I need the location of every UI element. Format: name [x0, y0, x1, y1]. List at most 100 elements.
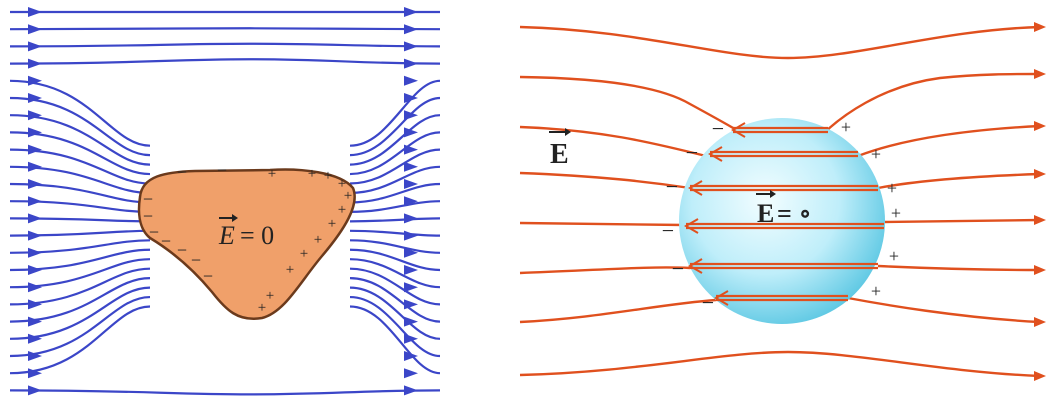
left-entry-arrowhead — [28, 93, 42, 103]
right-exit-arrowhead — [1034, 69, 1046, 79]
left-entry-arrowhead — [28, 179, 42, 189]
left-field-lines — [9, 10, 441, 396]
left-exit-arrowhead — [404, 24, 418, 35]
left-exit-arrowhead — [404, 75, 418, 86]
left-entry-arrowhead — [28, 75, 42, 86]
left-exit-arrowhead — [404, 93, 418, 103]
right-external-label: E — [549, 128, 571, 170]
negative-charge: − — [177, 240, 187, 260]
left-entry-arrowhead — [28, 385, 42, 396]
left-exit-arrowhead — [404, 7, 418, 17]
right-field-line — [519, 171, 1041, 190]
left-exit-arrowhead — [404, 127, 418, 138]
negative-charge: − — [666, 174, 678, 199]
left-entry-arrowhead — [28, 110, 42, 121]
negative-charge: − — [143, 189, 153, 209]
positive-charge: + — [268, 166, 276, 182]
right-exit-arrowhead — [1034, 265, 1046, 275]
right-external-e-vector-arrowhead — [565, 128, 571, 136]
left-entry-arrowhead — [28, 368, 42, 379]
left-field-line — [9, 27, 441, 31]
internal-field-arrowhead — [731, 122, 746, 138]
left-entry-arrowhead — [28, 7, 42, 17]
right-exit-arrowhead — [1034, 317, 1046, 327]
left-entry-arrowhead — [28, 351, 42, 361]
right-exit-arrowhead — [1034, 371, 1046, 381]
negative-charge: − — [161, 231, 171, 251]
left-field-line — [9, 389, 441, 396]
positive-charge: + — [891, 203, 901, 223]
positive-charge: + — [266, 288, 274, 304]
left-exit-arrowhead — [404, 351, 418, 361]
left-field-line — [9, 58, 441, 65]
positive-charge: + — [258, 300, 266, 316]
left-entry-arrowhead — [28, 24, 42, 35]
left-entry-arrowhead — [28, 299, 42, 310]
positive-charge: + — [324, 168, 332, 184]
negative-charge: − — [149, 222, 159, 242]
left-entry-arrowhead — [28, 161, 42, 172]
left-exit-arrowhead — [404, 179, 418, 189]
conducting-sphere — [679, 118, 885, 324]
right-field-lines — [519, 22, 1046, 381]
left-entry-arrowhead — [28, 127, 42, 138]
right-surface-charges: −−−−−−++++++ — [662, 116, 901, 315]
positive-charge: + — [308, 166, 316, 182]
left-entry-arrowhead — [28, 144, 42, 155]
negative-charge: − — [672, 256, 684, 281]
left-exit-arrowhead — [404, 265, 418, 275]
left-entry-arrowhead — [28, 316, 42, 327]
positive-charge: + — [286, 262, 294, 278]
positive-charge: + — [871, 281, 881, 301]
left-e-symbol: E — [218, 221, 235, 250]
left-e-equals-zero: = 0 — [240, 221, 274, 250]
left-entry-arrowhead — [28, 58, 42, 69]
right-field-line — [519, 72, 1041, 134]
negative-charge: − — [662, 218, 674, 243]
right-exit-arrowhead — [1034, 121, 1046, 131]
left-field-arrows — [28, 7, 418, 396]
left-exit-arrowhead — [404, 213, 418, 224]
right-field-line — [519, 264, 1041, 275]
positive-charge: + — [328, 216, 336, 232]
right-field-line — [519, 296, 1041, 324]
right-field-line — [519, 124, 1041, 158]
right-exit-arrowhead — [1034, 215, 1046, 225]
negative-charge: − — [686, 140, 698, 165]
positive-charge: + — [338, 202, 346, 218]
left-field-line — [9, 305, 441, 375]
right-internal-equals-zero: = ∘ — [777, 199, 812, 228]
right-field-line — [519, 25, 1041, 60]
left-entry-arrowhead — [28, 333, 42, 344]
right-internal-label: E = ∘ — [756, 190, 812, 228]
left-exit-arrowhead — [404, 196, 418, 207]
internal-field-arrowhead — [688, 180, 703, 196]
negative-charge: − — [177, 162, 187, 182]
left-exit-arrowhead — [404, 230, 418, 241]
positive-charge: + — [871, 144, 881, 164]
negative-charge: − — [203, 266, 213, 286]
right-internal-e-symbol: E — [757, 199, 774, 228]
internal-field-arrowhead — [684, 218, 699, 234]
left-panel: −−−−−−−−−++++++++++++ E = 0 — [9, 7, 441, 396]
negative-charge: − — [217, 160, 227, 180]
right-exit-arrowhead — [1034, 169, 1046, 179]
right-internal-field-lines — [684, 122, 884, 306]
left-entry-arrowhead — [28, 213, 42, 224]
left-exit-arrowhead — [404, 282, 418, 293]
left-exit-arrowhead — [404, 368, 418, 379]
left-field-line — [9, 96, 441, 157]
left-entry-arrowhead — [28, 230, 42, 241]
positive-charge: + — [338, 176, 346, 192]
internal-field-arrowhead — [714, 290, 729, 306]
internal-field-arrowhead — [688, 258, 703, 274]
left-exit-arrowhead — [404, 385, 418, 396]
left-exit-arrowhead — [404, 247, 418, 258]
negative-charge: − — [712, 116, 724, 141]
positive-charge: + — [887, 178, 897, 198]
negative-charge: − — [191, 250, 201, 270]
left-e-vector-arrowhead — [232, 214, 238, 222]
left-field-line — [9, 79, 441, 147]
left-entry-arrowhead — [28, 265, 42, 275]
irregular-conductor — [137, 168, 356, 321]
